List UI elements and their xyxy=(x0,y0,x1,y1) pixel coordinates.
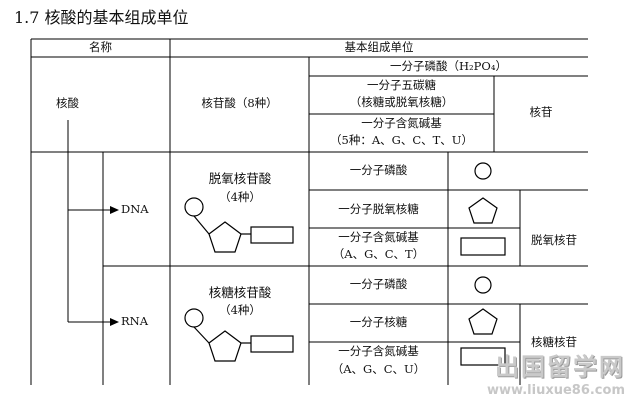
rna-base-line1: 一分子含氮碱基 xyxy=(338,344,419,358)
dna-base-line2: （A、G、C、T） xyxy=(332,247,425,261)
nucleoside-label: 核苷 xyxy=(529,105,553,119)
dna-label: DNA xyxy=(121,202,149,216)
base-line2: （5种：A、G、C、T、U） xyxy=(330,133,473,147)
sugar-line2: （核糖或脱氧核糖） xyxy=(349,95,454,109)
dna-nucleoside: 脱氧核苷 xyxy=(531,233,577,247)
pentose-pentagon-icon xyxy=(468,197,498,224)
rna-phosphate: 一分子磷酸 xyxy=(349,277,408,291)
arrow-rna-icon xyxy=(110,318,119,326)
sugar-line1: 一分子五碳糖 xyxy=(367,78,436,92)
rna-base-line2: （A、G、C、U） xyxy=(331,362,426,376)
phosphate-circle-icon xyxy=(474,162,492,180)
rna-nucleotide-name: 核糖核苷酸 xyxy=(208,285,272,300)
dna-nucleotide-count: （4种） xyxy=(219,190,261,204)
base-line1: 一分子含氮碱基 xyxy=(361,116,442,130)
base-rect-icon xyxy=(460,347,506,366)
page-title: 1.7 核酸的基本组成单位 xyxy=(14,8,189,27)
arrow-dna-icon xyxy=(110,206,119,214)
phosphate-cell: 一分子磷酸（H₂PO₄） xyxy=(390,59,507,73)
rna-nucleotide-count: （4种） xyxy=(219,303,261,317)
pentose-pentagon-icon xyxy=(468,308,498,335)
base-rect-icon xyxy=(460,237,506,256)
dna-nucleotide-diagram xyxy=(184,197,294,253)
watermark-logo: 出国留学网 xyxy=(495,353,625,381)
watermark-url: www.liuxue86.com xyxy=(487,383,625,398)
header-unit: 基本组成单位 xyxy=(344,40,414,54)
dna-phosphate: 一分子磷酸 xyxy=(349,163,408,177)
rna-nucleoside: 核糖核苷 xyxy=(531,335,577,349)
site-watermark: 出国留学网 www.liuxue86.com xyxy=(487,347,625,398)
rna-nucleotide-diagram xyxy=(184,308,294,362)
dna-nucleotide-name: 脱氧核苷酸 xyxy=(208,171,272,186)
rna-label: RNA xyxy=(121,314,149,328)
rna-sugar: 一分子核糖 xyxy=(349,315,408,329)
phosphate-circle-icon xyxy=(474,276,492,294)
dna-base-line1: 一分子含氮碱基 xyxy=(338,230,419,244)
header-name: 名称 xyxy=(89,40,112,54)
nucleic-acid-label: 核酸 xyxy=(56,96,79,110)
nucleotide-label: 核苷酸（8种） xyxy=(201,96,278,110)
dna-sugar: 一分子脱氧核糖 xyxy=(338,202,419,216)
